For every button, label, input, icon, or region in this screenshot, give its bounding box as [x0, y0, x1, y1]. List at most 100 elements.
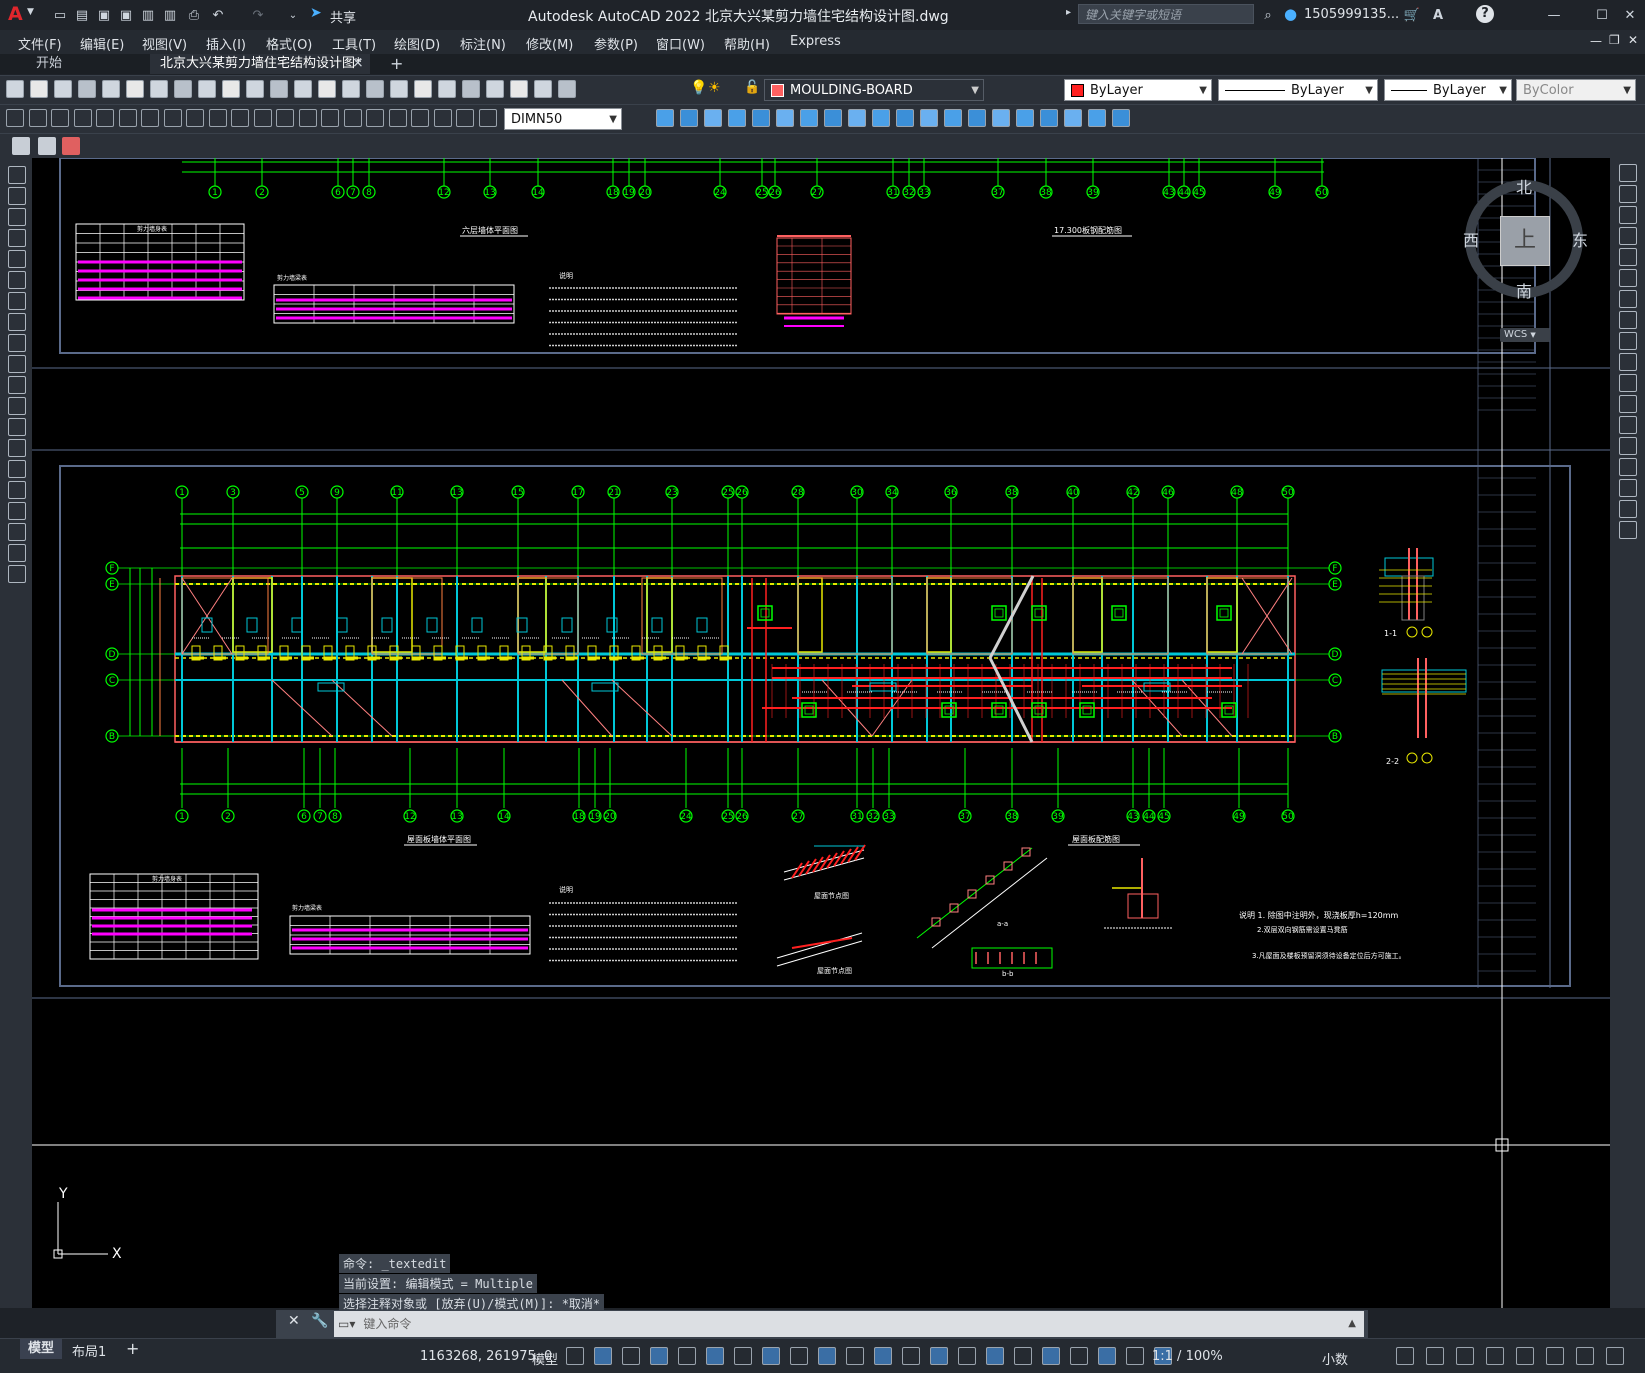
zoom-icon[interactable]	[318, 80, 336, 98]
dim-override-icon[interactable]	[478, 109, 497, 127]
offset-icon[interactable]	[728, 109, 746, 127]
new-icon[interactable]	[6, 80, 24, 98]
point-icon[interactable]	[8, 439, 26, 457]
mirror-icon[interactable]	[704, 109, 722, 127]
design-center-icon[interactable]	[414, 80, 432, 98]
region-icon[interactable]	[8, 502, 26, 520]
search-input[interactable]: 键入关键字或短语	[1078, 4, 1254, 24]
compass-west[interactable]: 西	[1463, 231, 1480, 250]
join-icon[interactable]	[944, 109, 962, 127]
command-customize-icon[interactable]: 🔧	[311, 1313, 329, 1329]
hatch-icon[interactable]	[8, 460, 26, 478]
redo-icon[interactable]: ↷	[252, 7, 264, 23]
linear-dim-icon[interactable]	[6, 109, 24, 127]
tab-close-icon[interactable]: ×	[352, 55, 364, 71]
infer-icon[interactable]	[622, 1347, 640, 1365]
save-icon[interactable]	[54, 80, 72, 98]
rotate-icon[interactable]	[800, 109, 818, 127]
xline-icon[interactable]	[8, 208, 26, 226]
layer-sun-icon[interactable]: ☀	[708, 80, 721, 96]
continue-dim-icon[interactable]	[231, 109, 249, 127]
circle-icon[interactable]	[8, 292, 26, 310]
move-icon[interactable]	[776, 109, 794, 127]
workspace-icon[interactable]	[1070, 1347, 1088, 1365]
array-icon[interactable]	[1619, 248, 1637, 266]
quick-dim-icon[interactable]	[186, 109, 204, 127]
lock-ui-icon[interactable]	[1396, 1347, 1414, 1365]
lineweight-icon[interactable]	[790, 1347, 808, 1365]
plot-icon[interactable]	[78, 80, 96, 98]
tab-active-drawing[interactable]: 北京大兴某剪力墙住宅结构设计图*	[150, 54, 370, 74]
mirror-icon[interactable]	[1619, 206, 1637, 224]
menu-icon[interactable]	[1606, 1347, 1624, 1365]
fillet-icon[interactable]	[1619, 479, 1637, 497]
properties-icon[interactable]	[390, 80, 408, 98]
menu-edit[interactable]: 编辑(E)	[80, 38, 125, 53]
gradient-icon[interactable]	[8, 481, 26, 499]
zoom-prev-icon[interactable]	[366, 80, 384, 98]
scale-icon[interactable]	[824, 109, 842, 127]
erase-icon[interactable]	[1619, 164, 1637, 182]
3d-osnap-icon[interactable]	[874, 1347, 892, 1365]
ortho-icon[interactable]	[650, 1347, 668, 1365]
revcloud-icon[interactable]	[8, 313, 26, 331]
menu-parametric[interactable]: 参数(P)	[594, 38, 638, 53]
open-folder-icon[interactable]: ▤	[75, 7, 89, 23]
pan-icon[interactable]	[294, 80, 312, 98]
menu-file[interactable]: 文件(F)	[18, 38, 62, 53]
fillet-icon[interactable]	[992, 109, 1010, 127]
dimstyle-dropdown[interactable]: DIMN50 ▼	[504, 108, 622, 130]
text-find-icon[interactable]	[62, 137, 80, 155]
plotstyle-dropdown[interactable]: ByColor ▼	[1516, 79, 1636, 101]
chamfer-icon[interactable]	[1619, 458, 1637, 476]
text-edit-icon[interactable]	[12, 137, 30, 155]
clean-screen-icon[interactable]	[1486, 1347, 1504, 1365]
center-mark-icon[interactable]	[321, 109, 339, 127]
polyline-icon[interactable]	[8, 187, 26, 205]
publish-icon[interactable]	[126, 80, 144, 98]
isolate-icon[interactable]	[1426, 1347, 1444, 1365]
radius-dim-icon[interactable]	[96, 109, 114, 127]
menu-window[interactable]: 窗口(W)	[656, 38, 705, 53]
help-icon[interactable]: ?	[1476, 5, 1494, 23]
user-icon[interactable]: ●	[1284, 5, 1298, 23]
trim-icon[interactable]	[1619, 353, 1637, 371]
dim-update-icon[interactable]	[433, 109, 452, 127]
share-icon[interactable]: ➤	[310, 5, 322, 21]
match-icon[interactable]	[222, 80, 240, 98]
filter-icon[interactable]	[930, 1347, 948, 1365]
menu-tools[interactable]: 工具(T)	[332, 38, 377, 53]
layer-dropdown[interactable]: MOULDING-BOARD ▼	[764, 79, 984, 101]
user-name[interactable]: 1505999135...	[1304, 7, 1400, 22]
app-menu-chevron-icon[interactable]: ▼	[27, 7, 34, 17]
tab-start[interactable]: 开始	[36, 56, 63, 71]
tolerance-icon[interactable]	[298, 109, 317, 127]
dynamic-ucs-icon[interactable]	[902, 1347, 920, 1365]
quick-access-dropdown-icon[interactable]: ⌄	[288, 9, 298, 21]
line-icon[interactable]	[8, 166, 26, 184]
gizmo-icon[interactable]	[958, 1347, 976, 1365]
block-icon[interactable]	[1112, 109, 1130, 127]
break-icon[interactable]	[920, 109, 938, 127]
command-input[interactable]: ▭▾键入命令 ▲	[334, 1311, 1364, 1337]
wcs-menu[interactable]: WCS ▼	[1500, 328, 1550, 342]
ellipse-arc-icon[interactable]	[8, 376, 26, 394]
menu-help[interactable]: 帮助(H)	[724, 38, 770, 53]
new-file-icon[interactable]: ▭	[53, 7, 67, 23]
join-icon[interactable]	[1619, 437, 1637, 455]
layer-properties-icon[interactable]	[558, 80, 576, 98]
print-icon[interactable]: ⎙	[188, 7, 200, 23]
stretch-icon[interactable]	[1619, 332, 1637, 350]
menu-insert[interactable]: 插入(I)	[206, 38, 246, 53]
copy-icon[interactable]	[1619, 185, 1637, 203]
menu-express[interactable]: Express	[790, 34, 841, 49]
viewcube[interactable]: 上 北 南 西 东 WCS ▼	[1460, 172, 1600, 342]
annotation-monitor-icon[interactable]	[1098, 1347, 1116, 1365]
jogged-linear-icon[interactable]	[366, 109, 384, 127]
zoom-window-icon[interactable]	[342, 80, 360, 98]
preview-icon[interactable]	[102, 80, 120, 98]
command-prompt-icon[interactable]: ▭▾	[338, 1317, 356, 1331]
baseline-dim-icon[interactable]	[208, 109, 227, 127]
menu-draw[interactable]: 绘图(D)	[394, 38, 441, 53]
